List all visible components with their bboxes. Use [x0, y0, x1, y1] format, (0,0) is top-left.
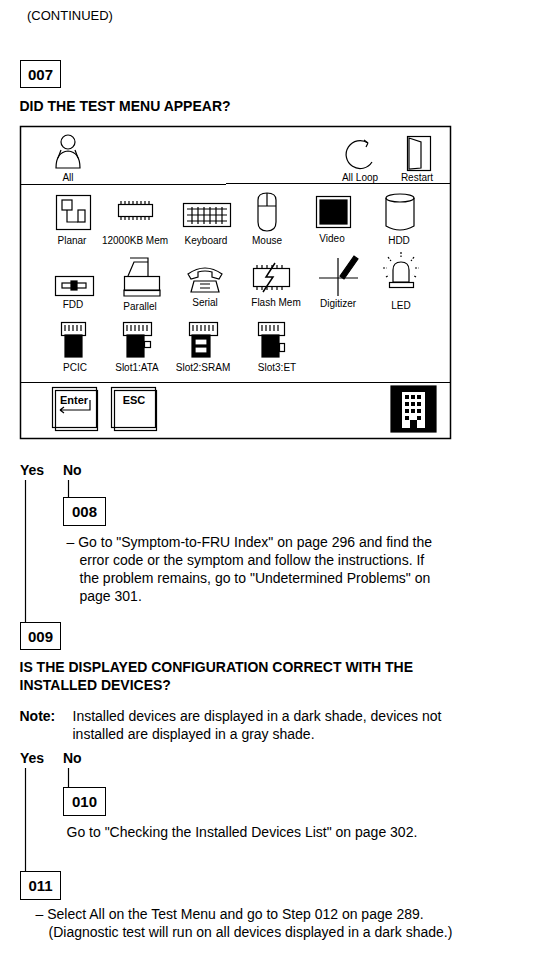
menu-icon-label: Digitizer	[320, 298, 356, 310]
step-number: 011	[21, 872, 60, 899]
menu-icon-label: Serial	[192, 297, 218, 309]
step-number: 010	[64, 788, 105, 815]
branch-line	[68, 480, 69, 497]
branch-label: Yes	[20, 750, 44, 766]
step-text: Go to "Checking the Installed Devices Li…	[67, 823, 437, 841]
step-number: 009	[21, 623, 60, 649]
branch-label: No	[63, 462, 82, 478]
menu-icon-label: Enter	[60, 393, 88, 407]
step-number-box: 007DID THE TEST MENU APPEAR?	[20, 60, 61, 88]
step-number: 007	[21, 61, 60, 87]
menu-icon-label: ESC	[123, 393, 146, 407]
menu-icon-label: Video	[319, 233, 344, 245]
step-number-box: 011– Select All on the Test Menu and go …	[20, 871, 61, 900]
menu-icon-label: All	[62, 172, 73, 184]
menu-icon-label: Flash Mem	[251, 297, 300, 309]
step-text: – Go to "Symptom-to-FRU Index" on page 2…	[67, 533, 445, 605]
step-number-box: 008– Go to "Symptom-to-FRU Index" on pag…	[63, 497, 106, 526]
menu-icon-label: All Loop	[342, 172, 378, 184]
menu-icon-label: Slot1:ATA	[115, 362, 159, 374]
menu-icon-label: Keyboard	[185, 235, 228, 247]
step-text: – Select All on the Test Menu and go to …	[36, 905, 456, 941]
step-text: IS THE DISPLAYED CONFIGURATION CORRECT W…	[20, 658, 450, 694]
branch-line	[25, 480, 26, 622]
step-text: Installed devices are displayed in a dar…	[73, 707, 453, 743]
menu-icon-label: FDD	[63, 299, 84, 311]
menu-icon-label: PCIC	[63, 362, 87, 374]
menu-icon-label: 12000KB Mem	[102, 235, 168, 247]
menu-icon-label: Restart	[401, 172, 433, 184]
step-text: DID THE TEST MENU APPEAR?	[20, 97, 500, 115]
branch-line	[25, 768, 26, 871]
menu-icon-label: Mouse	[252, 235, 282, 247]
menu-icon-label: HDD	[388, 235, 410, 247]
menu-icon-label: LED	[391, 300, 410, 312]
branch-label: Yes	[20, 462, 44, 478]
step-number: 008	[64, 498, 105, 525]
menu-icon-label: Parallel	[123, 301, 156, 313]
step-number-box: 009IS THE DISPLAYED CONFIGURATION CORREC…	[20, 622, 61, 650]
branch-label: No	[63, 750, 82, 766]
menu-icon-label: Slot2:SRAM	[176, 362, 230, 374]
step-text: Note:	[20, 707, 70, 725]
menu-icon-label: Slot3:ET	[258, 362, 296, 374]
menu-icon-label: Planar	[58, 235, 87, 247]
continued-note: (CONTINUED)	[27, 8, 113, 24]
branch-line	[68, 768, 69, 787]
step-number-box: 010Go to "Checking the Installed Devices…	[63, 787, 106, 816]
